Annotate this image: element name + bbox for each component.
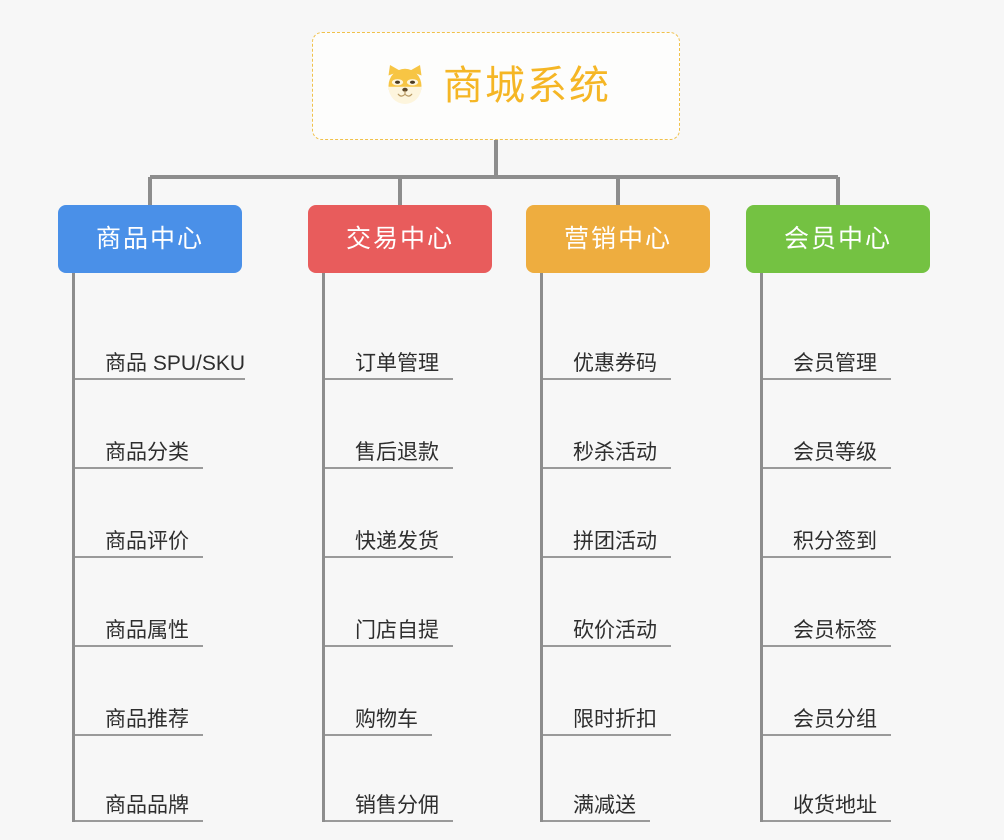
leaf-item[interactable]: 购物车 xyxy=(325,647,492,736)
leaf-underline xyxy=(75,645,203,647)
leaf-list: 优惠券码秒杀活动拼团活动砍价活动限时折扣满减送 xyxy=(540,273,710,822)
root-title: 商城系统 xyxy=(443,64,611,108)
leaf-underline xyxy=(763,556,891,558)
leaf-underline xyxy=(75,556,203,558)
root-node[interactable]: 商城系统 xyxy=(312,32,680,140)
leaf-item[interactable]: 积分签到 xyxy=(763,469,930,558)
category-label: 会员中心 xyxy=(783,224,892,253)
leaf-label: 销售分佣 xyxy=(355,794,439,817)
leaf-item[interactable]: 订单管理 xyxy=(325,291,492,380)
leaf-underline xyxy=(543,734,671,736)
leaf-underline xyxy=(325,645,453,647)
leaf-underline xyxy=(763,820,891,822)
leaf-label: 商品 SPU/SKU xyxy=(105,352,246,375)
category-label: 交易中心 xyxy=(345,224,454,253)
leaf-label: 砍价活动 xyxy=(573,619,657,642)
leaf-underline xyxy=(543,467,671,469)
leaf-underline xyxy=(543,556,671,558)
leaf-item[interactable]: 限时折扣 xyxy=(543,647,710,736)
leaf-underline xyxy=(75,820,203,822)
category-box-trade-center[interactable]: 交易中心 xyxy=(308,205,492,273)
leaf-item[interactable]: 商品分类 xyxy=(75,380,242,469)
leaf-item[interactable]: 砍价活动 xyxy=(543,558,710,647)
category-box-product-center[interactable]: 商品中心 xyxy=(58,205,242,273)
leaf-label: 快递发货 xyxy=(355,530,439,553)
leaf-underline xyxy=(75,734,203,736)
leaf-item[interactable]: 商品属性 xyxy=(75,558,242,647)
leaf-item[interactable]: 商品推荐 xyxy=(75,647,242,736)
category-box-member-center[interactable]: 会员中心 xyxy=(746,205,930,273)
column-member-center: 会员中心会员管理会员等级积分签到会员标签会员分组收货地址 xyxy=(746,205,930,822)
leaf-label: 会员标签 xyxy=(793,619,877,642)
column-product-center: 商品中心商品 SPU/SKU 商品分类商品评价商品属性商品推荐商品品牌 xyxy=(58,205,246,822)
column-marketing-center: 营销中心优惠券码秒杀活动拼团活动砍价活动限时折扣满减送 xyxy=(526,205,710,822)
leaf-underline xyxy=(325,467,453,469)
leaf-list: 商品 SPU/SKU 商品分类商品评价商品属性商品推荐商品品牌 xyxy=(72,273,246,822)
leaf-underline xyxy=(763,467,891,469)
leaf-underline xyxy=(325,556,453,558)
leaf-item[interactable]: 优惠券码 xyxy=(543,291,710,380)
leaf-underline xyxy=(325,378,453,380)
leaf-label: 商品推荐 xyxy=(105,708,189,731)
leaf-underline xyxy=(763,734,891,736)
leaf-item[interactable]: 收货地址 xyxy=(763,736,930,822)
leaf-underline xyxy=(325,820,453,822)
leaf-item[interactable]: 销售分佣 xyxy=(325,736,492,822)
leaf-label: 订单管理 xyxy=(355,352,439,375)
leaf-label: 限时折扣 xyxy=(573,708,657,731)
leaf-underline xyxy=(763,645,891,647)
category-label: 营销中心 xyxy=(563,224,672,253)
leaf-underline xyxy=(543,645,671,647)
leaf-label: 商品属性 xyxy=(105,619,189,642)
leaf-label: 购物车 xyxy=(355,708,418,731)
leaf-label: 拼团活动 xyxy=(573,530,657,553)
leaf-item[interactable]: 商品评价 xyxy=(75,469,242,558)
shiba-dog-face-icon xyxy=(388,65,422,104)
leaf-label: 商品分类 xyxy=(105,441,189,464)
leaf-label: 满减送 xyxy=(573,794,636,817)
category-box-marketing-center[interactable]: 营销中心 xyxy=(526,205,710,273)
leaf-item[interactable]: 满减送 xyxy=(543,736,710,822)
leaf-item[interactable]: 会员管理 xyxy=(763,291,930,380)
leaf-label: 会员管理 xyxy=(793,352,877,375)
leaf-underline xyxy=(543,820,650,822)
leaf-item[interactable]: 拼团活动 xyxy=(543,469,710,558)
leaf-label: 会员等级 xyxy=(793,441,877,464)
leaf-item[interactable]: 会员等级 xyxy=(763,380,930,469)
leaf-underline xyxy=(75,378,245,380)
leaf-item[interactable]: 商品 SPU/SKU xyxy=(75,291,246,380)
leaf-label: 商品评价 xyxy=(105,530,189,553)
leaf-list: 会员管理会员等级积分签到会员标签会员分组收货地址 xyxy=(760,273,930,822)
leaf-underline xyxy=(75,467,203,469)
leaf-label: 优惠券码 xyxy=(573,352,657,375)
leaf-label: 门店自提 xyxy=(355,619,439,642)
leaf-item[interactable]: 会员分组 xyxy=(763,647,930,736)
leaf-underline xyxy=(325,734,432,736)
leaf-label: 商品品牌 xyxy=(105,794,189,817)
leaf-underline xyxy=(763,378,891,380)
leaf-item[interactable]: 快递发货 xyxy=(325,469,492,558)
leaf-item[interactable]: 会员标签 xyxy=(763,558,930,647)
leaf-underline xyxy=(543,378,671,380)
leaf-label: 积分签到 xyxy=(793,530,877,553)
leaf-item[interactable]: 秒杀活动 xyxy=(543,380,710,469)
category-label: 商品中心 xyxy=(95,224,204,253)
leaf-item[interactable]: 商品品牌 xyxy=(75,736,242,822)
leaf-label: 秒杀活动 xyxy=(573,441,657,464)
leaf-item[interactable]: 售后退款 xyxy=(325,380,492,469)
leaf-label: 收货地址 xyxy=(793,794,877,817)
leaf-list: 订单管理售后退款快递发货门店自提购物车销售分佣 xyxy=(322,273,492,822)
column-trade-center: 交易中心订单管理售后退款快递发货门店自提购物车销售分佣 xyxy=(308,205,492,822)
leaf-label: 会员分组 xyxy=(793,708,877,731)
leaf-item[interactable]: 门店自提 xyxy=(325,558,492,647)
leaf-label: 售后退款 xyxy=(355,441,439,464)
